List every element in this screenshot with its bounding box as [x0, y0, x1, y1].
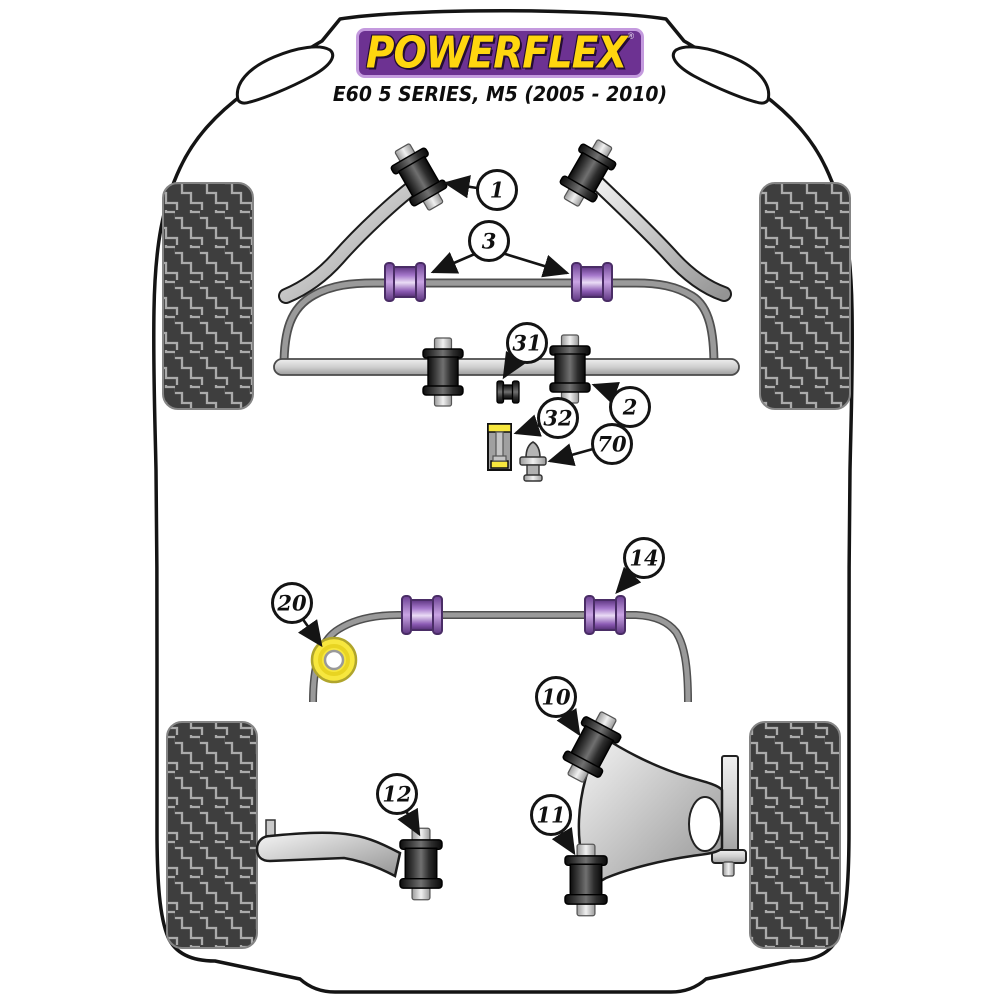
callout-circle-12: [376, 773, 418, 815]
callout-number-1: 1: [490, 178, 505, 203]
callout-arrow-12: [397, 807, 421, 837]
callout-number-20: 20: [276, 591, 307, 616]
tire-rear-left: [166, 721, 258, 949]
callout-number-31: 31: [512, 331, 541, 356]
rear-upper-wishbone: [577, 735, 724, 888]
callout-number-14: 14: [629, 546, 658, 571]
callout-3: 3: [430, 220, 570, 278]
callout-circle-1: [476, 169, 518, 211]
callout-number-11: 11: [536, 803, 565, 828]
callout-circle-70: [591, 423, 633, 465]
front-right-control-arm: [582, 168, 732, 302]
callout-2: 2: [591, 382, 651, 428]
callout-number-32: 32: [543, 406, 572, 431]
callout-layer: 1 3 31 2 32 70 14 20 10 11 12: [271, 169, 665, 856]
vehicle-model-subtitle: E60 5 SERIES, M5 (2005 - 2010): [332, 82, 668, 106]
callout-arrow-3: [501, 251, 570, 278]
callout-number-12: 12: [382, 782, 411, 807]
powerflex-logo: POWERFLEX ®: [356, 28, 644, 78]
callout-11: 11: [530, 794, 576, 856]
callout-circle-2: [609, 386, 651, 428]
callout-circle-20: [271, 582, 313, 624]
rear-trailing-arm: [255, 819, 402, 878]
callout-70: 70: [547, 423, 633, 466]
tire-rear-right: [749, 721, 841, 949]
fitting-bolt: [519, 441, 547, 482]
powerflex-logo-text: POWERFLEX: [365, 27, 628, 79]
callout-circle-3: [468, 220, 510, 262]
callout-1: 1: [443, 169, 518, 211]
tire-front-left: [162, 182, 254, 410]
rear-arb-bush-right: [584, 595, 626, 635]
left-mirror: [235, 45, 335, 105]
callout-32: 32: [513, 397, 579, 439]
right-mirror: [671, 45, 771, 105]
callout-arrow-11: [551, 826, 576, 856]
callout-arrow-1: [443, 175, 478, 199]
callout-circle-11: [530, 794, 572, 836]
callout-number-3: 3: [482, 229, 497, 254]
callout-arrow-31: [502, 350, 527, 380]
front-anti-roll-bar: [279, 278, 719, 367]
callout-arrow-14: [615, 566, 642, 594]
callout-14: 14: [615, 537, 665, 594]
callout-number-2: 2: [622, 395, 638, 420]
callout-arrow-70: [547, 443, 594, 466]
rear-hub-bracket: [711, 755, 747, 877]
rear-arb-bush-left: [401, 595, 443, 635]
callout-number-10: 10: [541, 685, 571, 710]
yellow-capped-insert: [487, 423, 512, 471]
callout-12: 12: [376, 773, 421, 837]
callout-arrow-10: [556, 707, 581, 737]
front-left-control-arm: [278, 173, 429, 304]
callout-20: 20: [271, 582, 323, 648]
small-link-bush: [496, 380, 520, 404]
rear-yellow-ring-bush: [310, 636, 358, 684]
callout-circle-32: [537, 397, 579, 439]
tire-front-right: [759, 182, 851, 410]
registered-trademark-icon: ®: [627, 31, 635, 41]
callout-10: 10: [535, 676, 581, 737]
callout-31: 31: [502, 322, 548, 380]
callout-number-70: 70: [597, 432, 627, 457]
callout-arrow-32: [513, 414, 542, 437]
callout-circle-10: [535, 676, 577, 718]
callout-circle-14: [623, 537, 665, 579]
callout-arrow-3: [430, 251, 478, 274]
front-arb-bush-left: [384, 262, 426, 302]
callout-arrow-2: [591, 382, 620, 404]
front-arb-bush-right: [571, 262, 613, 302]
callout-circle-31: [506, 322, 548, 364]
callout-arrow-20: [297, 617, 323, 648]
